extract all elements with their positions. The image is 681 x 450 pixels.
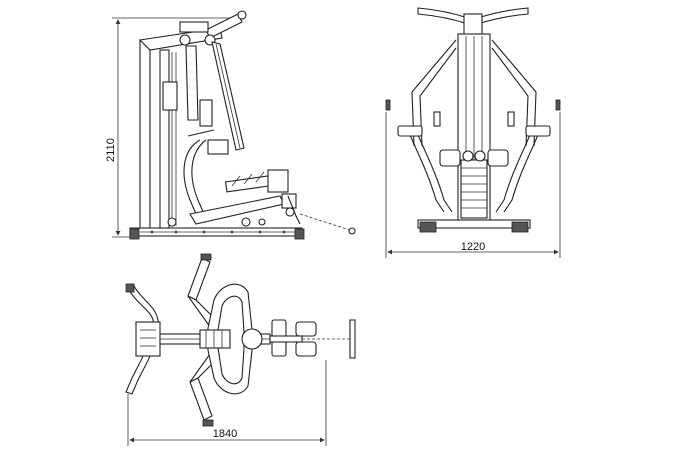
arm-pad: [207, 139, 229, 155]
top-view: 1840: [125, 253, 356, 446]
front-foot: [294, 228, 305, 240]
pad-bracket: [199, 99, 213, 127]
leg-pad-b: [295, 321, 317, 337]
right-arm-pad: [525, 125, 551, 137]
weight-stack: [460, 159, 488, 219]
leg-pad-lower: [281, 193, 297, 209]
left-arm-pad: [397, 125, 423, 137]
leg-pad-c: [295, 341, 317, 357]
rear-upright: [139, 39, 151, 229]
top-handle-left: [417, 7, 469, 25]
cable-chain: [299, 213, 351, 231]
top-pulley: [237, 10, 247, 20]
leg-pad-upper: [267, 169, 289, 193]
rear-handle: [125, 285, 160, 395]
seat-frame: [189, 195, 285, 225]
weight-stack-top: [162, 81, 178, 111]
stack-top: [199, 329, 231, 349]
rear-platform: [135, 321, 161, 357]
upper-arm: [187, 257, 211, 301]
length-label: 1840: [213, 428, 237, 440]
right-butterfly: [503, 129, 541, 213]
height-dimension: 2110: [105, 17, 238, 238]
top-handle-right: [477, 7, 529, 25]
rear-foot: [129, 228, 140, 240]
lower-arm: [189, 377, 213, 421]
front-handle: [349, 319, 356, 359]
pulley-2: [179, 34, 191, 46]
front-upright: [159, 49, 170, 229]
height-label: 2110: [105, 138, 117, 162]
width-dimension: 1220: [385, 112, 561, 258]
head-bracket: [179, 21, 209, 33]
cable-handle: [348, 227, 356, 235]
arm-support: [185, 45, 199, 121]
butterfly-arm: [183, 139, 201, 215]
seat-cushion: [241, 328, 263, 350]
width-label: 1220: [461, 241, 485, 253]
top-pulley-block: [463, 13, 483, 37]
front-view: 1220: [385, 7, 561, 258]
length-dimension: 1840: [127, 360, 327, 446]
front-base: [417, 219, 531, 229]
side-view: 2110: [105, 10, 356, 240]
left-butterfly: [407, 129, 445, 213]
